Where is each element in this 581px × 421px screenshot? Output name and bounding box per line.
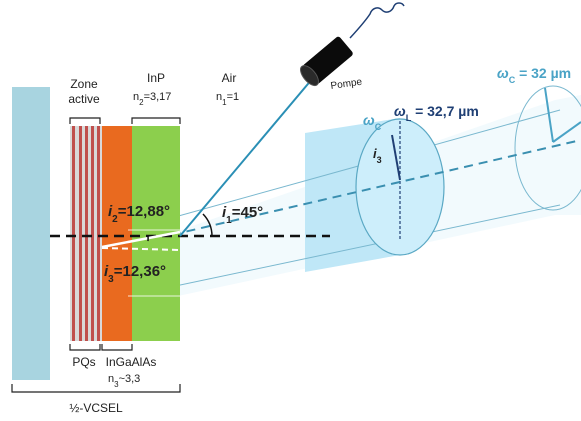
bracket-zone-active xyxy=(69,117,101,124)
label-i2: i2=12,88° xyxy=(108,203,170,225)
quantum-well xyxy=(72,126,75,341)
pump-fiber xyxy=(349,2,405,39)
label-i3-small: i3 xyxy=(373,146,382,165)
label-i1: i1=45° xyxy=(222,204,263,226)
beam-far-section xyxy=(514,85,581,211)
beam-lower-edge xyxy=(127,204,561,297)
label-inp: InP xyxy=(147,71,165,85)
bracket-ingaalas xyxy=(101,344,133,351)
laser-pump-cylinder-icon xyxy=(300,2,405,87)
quantum-well xyxy=(85,126,88,341)
label-omega-l: ωL = 32,7 µm xyxy=(394,103,479,123)
beam-far-radius xyxy=(544,87,554,143)
beam-axis-dashed xyxy=(127,139,581,246)
beam-far-radius-2 xyxy=(552,121,581,143)
label-air-index: n1=1 xyxy=(216,91,239,107)
quantum-well xyxy=(79,126,82,341)
label-air: Air xyxy=(222,71,237,85)
quantum-well xyxy=(91,126,94,341)
label-active: active xyxy=(68,92,100,106)
ingaalas-layer xyxy=(102,126,132,341)
label-omega-c-mid: ωC xyxy=(363,112,382,132)
bracket-half-vcsel xyxy=(11,384,181,393)
label-omega-c-top: ωC = 32 µm xyxy=(497,65,571,85)
pump-end-cap xyxy=(300,65,319,87)
pump-body xyxy=(302,36,353,84)
refracted-ray-i3 xyxy=(101,247,181,251)
quantum-well xyxy=(97,126,100,341)
label-pqs: PQs xyxy=(72,355,95,369)
pump-ray xyxy=(179,71,319,237)
beam-section-radius xyxy=(391,134,401,181)
bracket-pqs xyxy=(69,344,101,351)
label-ingaalas-index: n3~3,3 xyxy=(108,373,140,389)
bragg-mirror xyxy=(12,87,50,380)
label-half-vcsel: ½-VCSEL xyxy=(69,401,123,415)
label-pump: Pompe xyxy=(330,77,363,92)
active-zone xyxy=(70,126,102,341)
label-ingaalas: InGaAlAs xyxy=(106,355,157,369)
refracted-ray-i2 xyxy=(101,230,181,249)
angle-arc-i1 xyxy=(202,213,213,237)
beam-upper-edge xyxy=(127,109,561,231)
label-i3: i3=12,36° xyxy=(104,263,166,285)
brackets xyxy=(11,117,181,393)
bracket-inp xyxy=(131,117,181,124)
label-inp-index: n2=3,17 xyxy=(133,91,171,107)
label-zone: Zone xyxy=(70,77,98,91)
beam-cylinder xyxy=(127,85,581,297)
